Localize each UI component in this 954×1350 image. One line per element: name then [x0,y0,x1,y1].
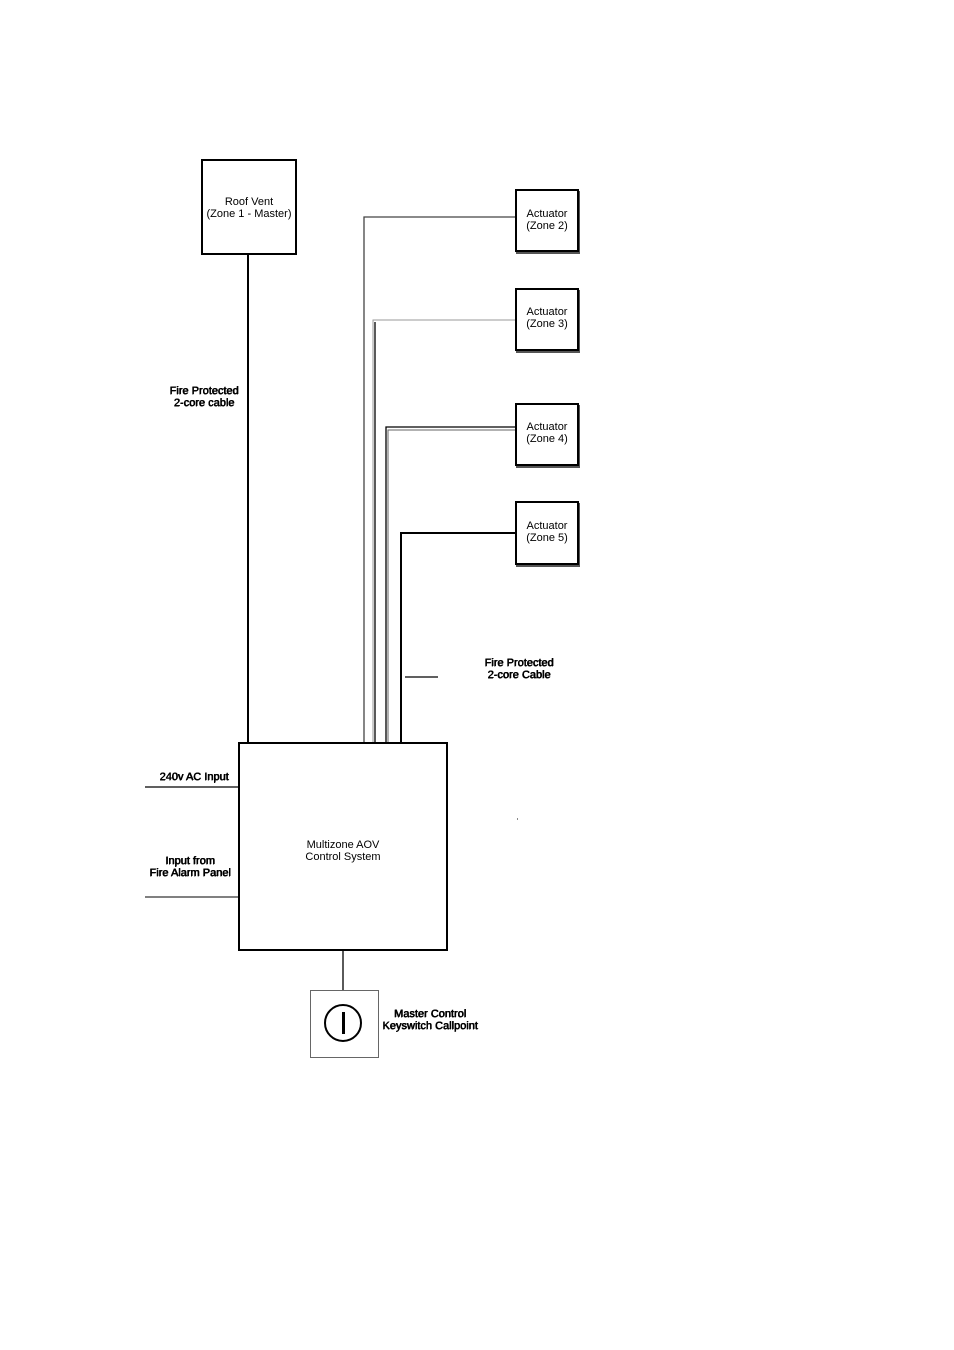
cable-zone-4 [386,427,516,744]
actuator-zone-2-label: Actuator (Zone 2) [526,208,568,232]
roof-vent-label: Roof Vent (Zone 1 - Master) [207,196,292,220]
control-system-label: Multizone AOV Control System [305,839,380,863]
cable-label-left: Fire Protected 2-core cable [169,385,238,409]
cable-label-right: Fire Protected 2-core Cable [484,657,553,681]
actuator-zone-4-label: Actuator (Zone 4) [526,421,568,445]
actuator-zone-3-label: Actuator (Zone 3) [526,306,568,330]
actuator-zone-5-label: Actuator (Zone 5) [526,520,568,544]
fire-alarm-input-label: Input from Fire Alarm Panel [149,855,230,879]
keyswitch-key-icon [342,1012,345,1034]
cable-zone-5 [401,533,516,744]
ac-input-label: 240v AC Input [159,771,228,783]
keyswitch-label: Master Control Keyswitch Callpoint [382,1008,477,1032]
